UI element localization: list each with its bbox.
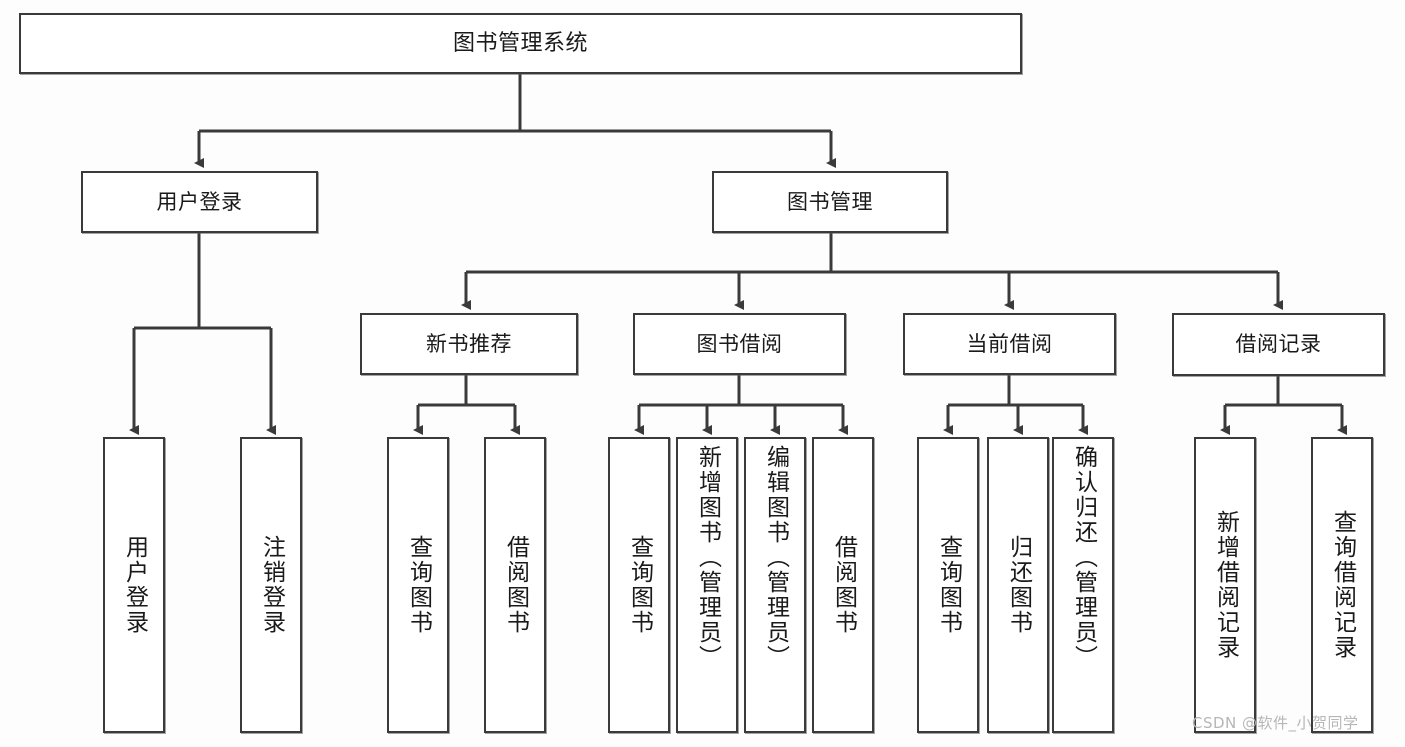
node-root-system[interactable]: 图书管理系统 — [19, 13, 1022, 74]
node-leaf-borrow-book-rec[interactable]: 借阅图书 — [484, 437, 546, 733]
node-label: 查询图书 — [626, 535, 653, 635]
node-current-borrow[interactable]: 当前借阅 — [903, 313, 1116, 375]
node-leaf-logout[interactable]: 注销登录 — [240, 437, 302, 733]
node-label: 查询图书 — [405, 535, 432, 635]
csdn-watermark: CSDN @软件_小贺同学 — [1192, 714, 1359, 732]
node-leaf-add-borrow-record[interactable]: 新增借阅记录 — [1194, 437, 1256, 733]
node-label: 归还图书 — [1005, 535, 1032, 635]
node-label: 图书管理 — [787, 189, 873, 214]
node-leaf-borrow-book[interactable]: 借阅图书 — [812, 437, 874, 733]
node-label: 借阅记录 — [1235, 332, 1322, 357]
node-leaf-query-book-borrow[interactable]: 查询图书 — [608, 437, 670, 733]
node-leaf-confirm-return[interactable]: 确认归还（管理员） — [1052, 437, 1114, 733]
node-leaf-return-book[interactable]: 归还图书 — [987, 437, 1049, 733]
node-leaf-query-book-rec[interactable]: 查询图书 — [387, 437, 449, 733]
node-borrow-record[interactable]: 借阅记录 — [1172, 313, 1385, 376]
node-leaf-user-login[interactable]: 用户登录 — [103, 437, 165, 733]
node-label: 查询图书 — [935, 535, 962, 635]
node-user-login[interactable]: 用户登录 — [81, 171, 318, 233]
node-label: 图书管理系统 — [452, 30, 588, 56]
node-label: 借阅图书 — [830, 535, 857, 635]
node-label: 编辑图书（管理员） — [762, 445, 789, 670]
node-label: 当前借阅 — [966, 331, 1053, 356]
node-book-borrow[interactable]: 图书借阅 — [633, 313, 846, 375]
node-label: 新增图书（管理员） — [694, 445, 721, 670]
node-leaf-add-book[interactable]: 新增图书（管理员） — [676, 437, 738, 733]
node-label: 图书借阅 — [696, 331, 783, 356]
node-leaf-query-book-current[interactable]: 查询图书 — [917, 437, 979, 733]
node-new-book-recommendation[interactable]: 新书推荐 — [360, 313, 578, 375]
node-book-manage[interactable]: 图书管理 — [712, 171, 948, 233]
node-label: 用户登录 — [156, 189, 243, 214]
node-label: 借阅图书 — [502, 535, 529, 635]
node-label: 查询借阅记录 — [1329, 510, 1356, 660]
node-label: 新增借阅记录 — [1212, 510, 1239, 660]
node-label: 注销登录 — [258, 535, 285, 635]
node-label: 确认归还（管理员） — [1070, 445, 1097, 670]
node-leaf-query-borrow-record[interactable]: 查询借阅记录 — [1311, 437, 1373, 733]
node-leaf-edit-book[interactable]: 编辑图书（管理员） — [744, 437, 806, 733]
node-label: 新书推荐 — [426, 331, 512, 356]
node-label: 用户登录 — [121, 535, 148, 635]
